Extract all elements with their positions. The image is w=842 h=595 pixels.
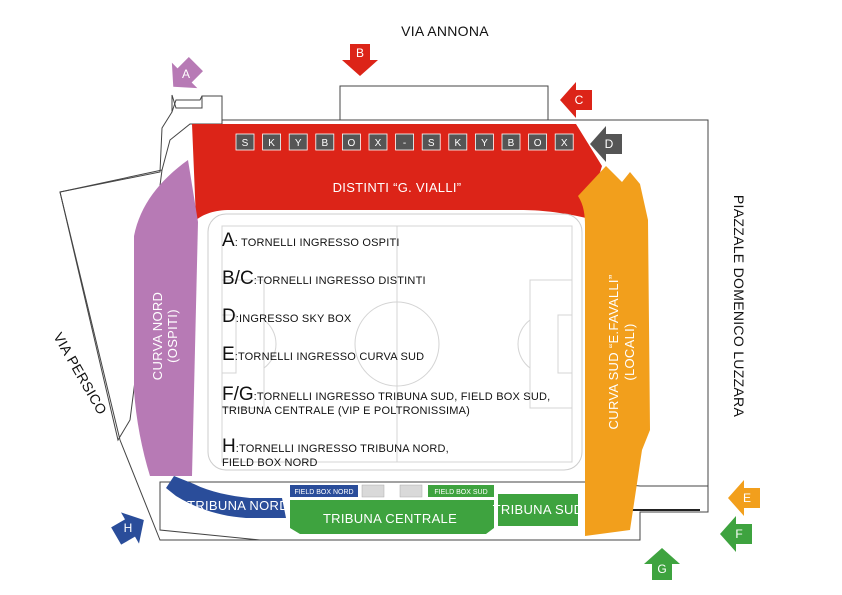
legend-entry: E:TORNELLI INGRESSO CURVA SUD — [222, 344, 424, 365]
legend-letter: H — [222, 436, 236, 457]
pitch — [207, 213, 583, 471]
skybox-cell-letter: Y — [481, 138, 488, 149]
field-box-sud-label: FIELD BOX SUD — [434, 489, 487, 496]
legend: A: TORNELLI INGRESSO OSPITIB/C:TORNELLI … — [222, 230, 550, 469]
curva-sud-sector[interactable] — [578, 166, 650, 536]
legend-letter: F/G — [222, 384, 254, 405]
skybox-cell-letter: S — [428, 138, 435, 149]
gate-c-arrow[interactable]: C — [560, 82, 592, 118]
legend-entry: D:INGRESSO SKY BOX — [222, 306, 352, 327]
legend-entry: F/G:TORNELLI INGRESSO TRIBUNA SUD, FIELD… — [222, 384, 550, 405]
skybox-cell[interactable] — [474, 133, 494, 151]
north-building-outline — [339, 85, 549, 121]
north-west-building-outline — [161, 95, 223, 171]
skybox-cell[interactable] — [288, 133, 308, 151]
gate-b-arrow[interactable]: B — [342, 44, 378, 76]
legend-entry: B/C:TORNELLI INGRESSO DISTINTI — [222, 268, 426, 289]
gate-c-label: C — [575, 93, 584, 107]
curva-nord-label: CURVA NORD — [150, 292, 165, 380]
gate-e-arrow[interactable]: E — [728, 480, 760, 516]
curva-nord-sublabel: (OSPITI) — [165, 309, 180, 363]
skybox-cell-letter: K — [268, 138, 275, 149]
curva-sud-label: CURVA SUD “E.FAVALLI” — [606, 275, 621, 430]
legend-letter: A — [222, 230, 235, 251]
curva-nord-sector[interactable] — [134, 160, 198, 476]
gate-f-arrow[interactable]: F — [720, 516, 752, 552]
gate-f-label: F — [735, 527, 742, 541]
field-box-seat-2 — [399, 484, 423, 498]
skybox-cell[interactable] — [395, 133, 415, 151]
curva-sud-label-group: CURVA SUD “E.FAVALLI” (LOCALI) — [606, 275, 637, 430]
legend-text-line2: FIELD BOX NORD — [222, 457, 318, 469]
field-box-seat-1 — [361, 484, 385, 498]
gate-d-label: D — [605, 137, 614, 151]
legend-text: :TORNELLI INGRESSO CURVA SUD — [235, 351, 425, 363]
skybox-cell[interactable] — [315, 133, 335, 151]
legend-letter: E — [222, 344, 235, 365]
skybox-cell-letter: Y — [295, 138, 302, 149]
legend-text: :TORNELLI INGRESSO TRIBUNA SUD, FIELD BO… — [254, 391, 551, 403]
legend-text: :INGRESSO SKY BOX — [236, 313, 352, 325]
skybox-cell-letter: B — [321, 138, 328, 149]
skybox-cell[interactable] — [368, 133, 388, 151]
curva-sud-sublabel: (LOCALI) — [622, 323, 637, 380]
skybox-cell-letter: O — [348, 138, 356, 149]
pitch-markings — [221, 225, 573, 463]
field-box-sud[interactable] — [428, 485, 494, 497]
street-north-label: VIA ANNONA — [401, 23, 489, 39]
skybox-cell[interactable] — [448, 133, 468, 151]
curva-nord-label-group: CURVA NORD (OSPITI) — [150, 292, 180, 380]
legend-text: : TORNELLI INGRESSO OSPITI — [235, 237, 400, 249]
west-building-outline — [59, 169, 163, 442]
legend-text: :TORNELLI INGRESSO DISTINTI — [254, 275, 426, 287]
legend-text: :TORNELLI INGRESSO TRIBUNA NORD, — [236, 443, 449, 455]
skybox-cell-letter: - — [403, 138, 406, 149]
tribuna-sud-sector[interactable] — [498, 494, 578, 526]
gate-g-label: G — [657, 562, 666, 576]
skybox-cell-letter: X — [561, 138, 568, 149]
skybox-cell[interactable] — [235, 133, 255, 151]
skybox-cell-letter: B — [508, 138, 515, 149]
skybox-cell[interactable] — [501, 133, 521, 151]
tribuna-nord-sector[interactable] — [166, 476, 286, 518]
legend-text-line2: TRIBUNA CENTRALE (VIP E POLTRONISSIMA) — [222, 405, 470, 417]
gate-b-label: B — [356, 46, 364, 60]
gate-h-arrow[interactable]: H — [107, 504, 153, 551]
skybox-cell[interactable] — [341, 133, 361, 151]
legend-letter: D — [222, 306, 236, 327]
skybox-cell-letter: O — [534, 138, 542, 149]
gate-a-arrow[interactable]: A — [161, 51, 209, 99]
street-east-label: PIAZZALE DOMENICO LUZZARA — [731, 195, 747, 418]
field-box-nord-label: FIELD BOX NORD — [294, 489, 353, 496]
distinti-label: DISTINTI “G. VIALLI” — [333, 180, 462, 195]
tribuna-nord-label: TRIBUNA NORD — [187, 498, 289, 513]
skybox-cell[interactable] — [421, 133, 441, 151]
skybox-cell-letter: S — [242, 138, 249, 149]
gate-d-arrow[interactable]: D — [590, 126, 622, 162]
skybox-cell-letter: K — [454, 138, 461, 149]
tribuna-sud-label: TRIBUNA SUD — [493, 502, 584, 517]
gate-a-label: A — [182, 67, 190, 81]
tribuna-centrale-label: TRIBUNA CENTRALE — [323, 511, 457, 526]
street-east-group: PIAZZALE DOMENICO LUZZARA — [731, 195, 747, 418]
legend-letter: B/C — [222, 268, 254, 289]
skybox-cell[interactable] — [528, 133, 547, 151]
skybox-cell[interactable] — [554, 133, 574, 151]
skybox-cell-letter: X — [375, 138, 382, 149]
gate-h-label: H — [124, 521, 133, 535]
skybox-cell[interactable] — [262, 133, 282, 151]
gate-g-arrow[interactable]: G — [644, 548, 680, 580]
legend-entry: H:TORNELLI INGRESSO TRIBUNA NORD, — [222, 436, 449, 457]
legend-entry: A: TORNELLI INGRESSO OSPITI — [222, 230, 400, 251]
tribuna-centrale-sector[interactable] — [290, 500, 494, 534]
gate-e-label: E — [743, 491, 751, 505]
field-box-nord[interactable] — [290, 485, 358, 497]
